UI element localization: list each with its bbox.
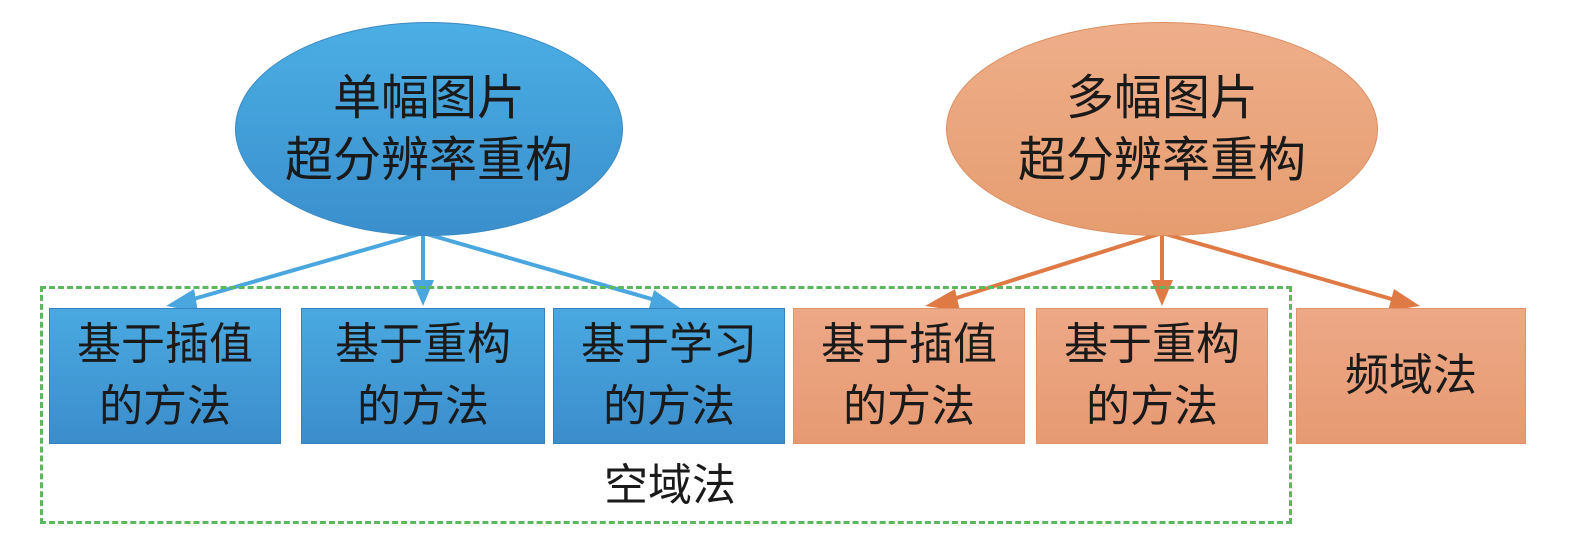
spatial-domain-group [40, 286, 1292, 524]
multi-interpolation-method-box: 基于插值 的方法 [793, 308, 1025, 444]
method-label-line2: 的方法 [357, 381, 489, 432]
single-learning-method-box: 基于学习 的方法 [553, 308, 785, 444]
method-label: 频域法 [1345, 350, 1477, 401]
method-label-line1: 基于插值 [821, 319, 997, 370]
arrowhead-multi-freq [1388, 289, 1420, 311]
method-label-line2: 的方法 [1086, 381, 1218, 432]
multi-image-sr-line2: 超分辨率重构 [1017, 132, 1306, 188]
multi-reconstruction-method-box: 基于重构 的方法 [1036, 308, 1268, 444]
method-label-line1: 基于学习 [581, 319, 757, 370]
method-label-line2: 的方法 [603, 381, 735, 432]
single-interpolation-method-box: 基于插值 的方法 [49, 308, 281, 444]
method-label-line2: 的方法 [843, 381, 975, 432]
arrowhead-multi-interp [925, 289, 960, 311]
method-label-line1: 基于重构 [335, 319, 511, 370]
spatial-domain-label: 空域法 [604, 460, 736, 511]
single-image-sr-line1: 单幅图片 [332, 70, 525, 126]
method-label-line1: 基于重构 [1064, 319, 1240, 370]
arrowhead-single-learn [648, 290, 680, 312]
frequency-domain-method-box: 频域法 [1296, 308, 1526, 444]
single-reconstruction-method-box: 基于重构 的方法 [301, 308, 545, 444]
multi-image-sr-line1: 多幅图片 [1065, 70, 1258, 126]
method-label-line2: 的方法 [99, 381, 231, 432]
multi-image-sr-node: 多幅图片 超分辨率重构 [946, 22, 1378, 236]
method-label-line1: 基于插值 [77, 319, 253, 370]
arrow-multi-to-freq [1161, 231, 1396, 302]
arrowhead-single-interp [166, 289, 198, 312]
single-image-sr-line2: 超分辨率重构 [284, 132, 573, 188]
single-image-sr-node: 单幅图片 超分辨率重构 [235, 22, 623, 236]
